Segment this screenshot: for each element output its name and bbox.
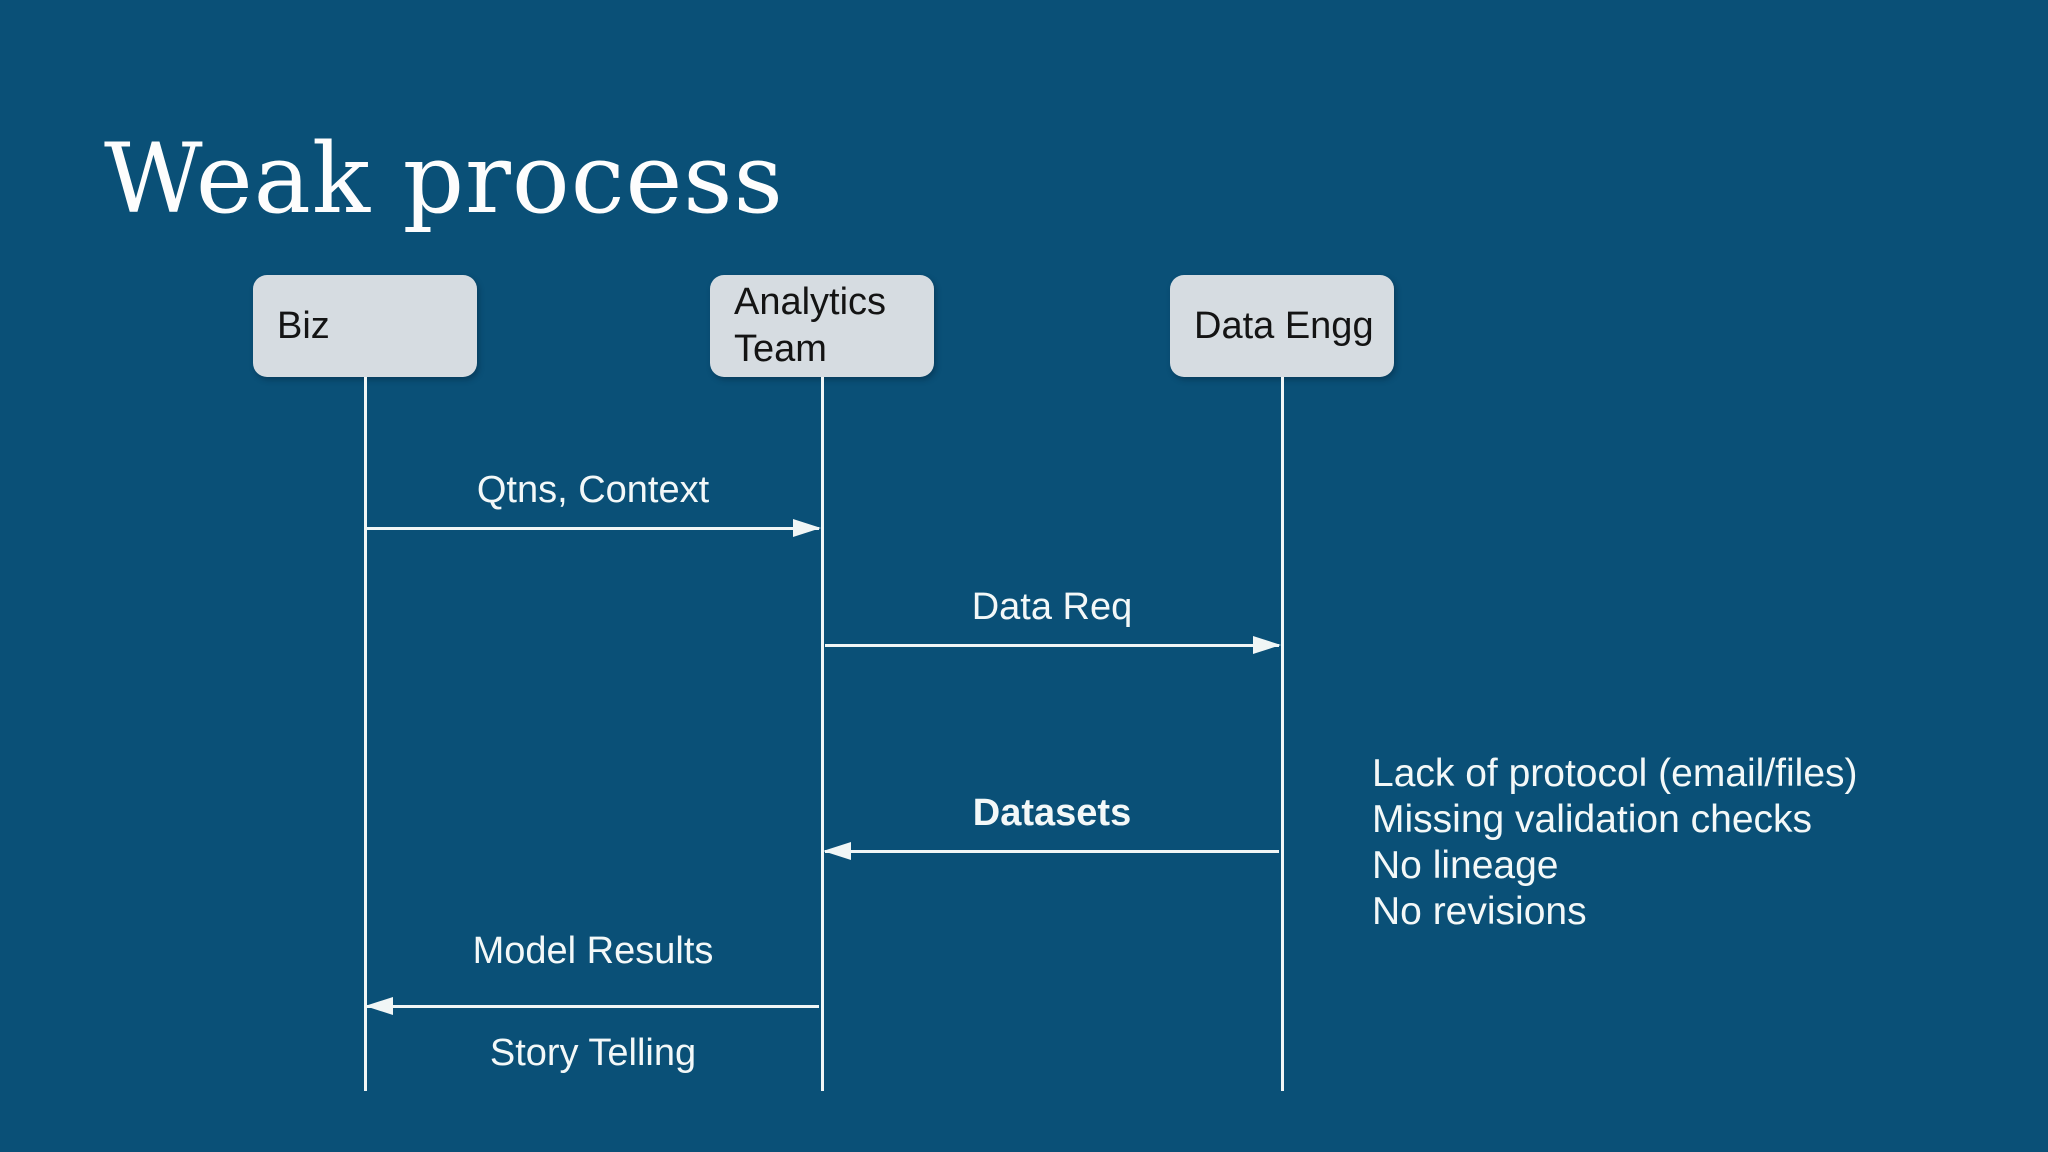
message-model-results: Model Results Story Telling	[365, 929, 819, 1075]
arrowhead-right-icon	[1253, 636, 1281, 654]
actor-box-analytics-team: Analytics Team	[710, 275, 934, 377]
lifeline-analytics-team	[821, 377, 824, 1091]
message-sublabel-story-telling: Story Telling	[489, 1032, 697, 1074]
actor-label-analytics-team: Analytics Team	[734, 281, 887, 370]
message-arrow-line	[823, 842, 1279, 860]
message-data-req: Data Req	[825, 585, 1281, 654]
notes-block: Lack of protocol (email/files) Missing v…	[1372, 751, 1858, 935]
message-datasets: Datasets	[823, 791, 1279, 860]
message-arrow-line	[365, 997, 819, 1015]
note-line-no-lineage: No lineage	[1372, 844, 1559, 887]
message-label: Datasets	[972, 792, 1132, 834]
message-arrow-line	[367, 519, 821, 537]
note-line-no-revisions: No revisions	[1372, 890, 1587, 933]
slide-title: Weak process	[104, 123, 784, 235]
lifeline-biz	[364, 377, 367, 1091]
actor-label-data-engg: Data Engg	[1194, 304, 1374, 347]
note-line-missing-validation: Missing validation checks	[1372, 798, 1813, 841]
message-arrow-line	[825, 636, 1281, 654]
actor-label-biz: Biz	[277, 304, 330, 347]
arrowhead-left-icon	[365, 997, 393, 1015]
actor-box-data-engg: Data Engg	[1170, 275, 1394, 377]
message-label: Model Results	[472, 930, 714, 972]
message-qtns-context: Qtns, Context	[367, 468, 821, 537]
message-label: Qtns, Context	[476, 469, 710, 511]
arrowhead-right-icon	[793, 519, 821, 537]
message-label: Data Req	[971, 586, 1133, 628]
actor-box-biz: Biz	[253, 275, 477, 377]
lifeline-data-engg	[1281, 377, 1284, 1091]
note-line-lack-of-protocol: Lack of protocol (email/files)	[1372, 752, 1858, 795]
arrowhead-left-icon	[823, 842, 851, 860]
